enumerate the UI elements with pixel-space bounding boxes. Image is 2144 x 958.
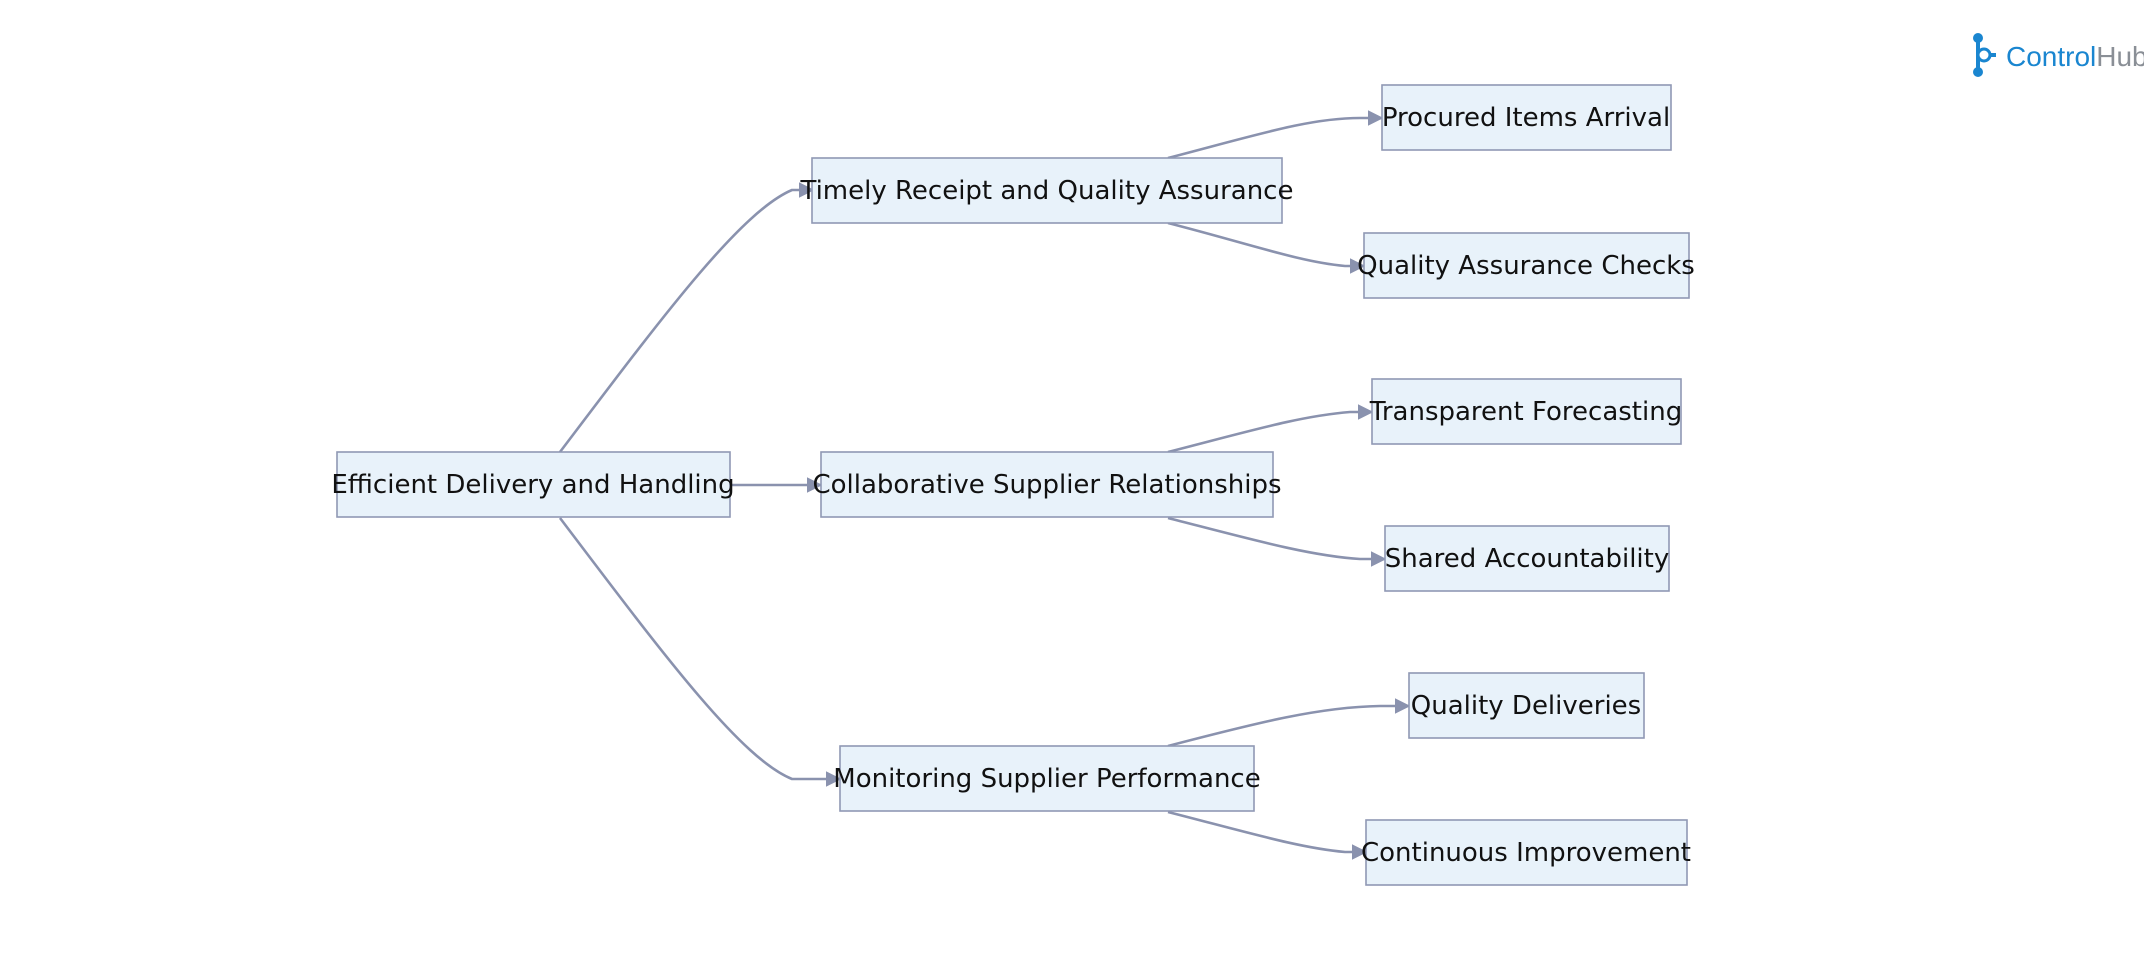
node-root-box xyxy=(336,451,731,518)
node-root-label: Efficient Delivery and Handling xyxy=(331,470,734,500)
logo-icon-dot-bottom xyxy=(1973,67,1983,77)
edge-monitor-to-continuous xyxy=(1167,810,1368,860)
logo-icon-dot-top xyxy=(1973,33,1983,43)
logo-word-control: Control xyxy=(2006,41,2096,72)
node-continuous-box xyxy=(1365,819,1688,886)
edge-root-to-monitor xyxy=(558,517,842,787)
node-collab-label: Collaborative Supplier Relationships xyxy=(812,470,1281,500)
edge-timely-to-procured xyxy=(1167,110,1384,160)
node-quality-deliveries-label: Quality Deliveries xyxy=(1411,691,1641,721)
node-quality-deliveries: Quality Deliveries xyxy=(1408,672,1645,739)
node-forecast-label: Transparent Forecasting xyxy=(1369,397,1682,427)
edge-collab-to-forecast xyxy=(1167,404,1374,454)
node-timely: Timely Receipt and Quality Assurance xyxy=(800,157,1294,224)
node-quality-deliveries-box xyxy=(1408,672,1645,739)
node-qa-checks-label: Quality Assurance Checks xyxy=(1357,251,1695,281)
node-procured: Procured Items Arrival xyxy=(1381,84,1672,151)
edge-timely-to-qa-checks xyxy=(1167,221,1366,274)
controlhub-logo: ControlHub xyxy=(1973,33,2144,77)
node-collab: Collaborative Supplier Relationships xyxy=(812,451,1282,518)
node-forecast: Transparent Forecasting xyxy=(1369,378,1682,445)
edge-monitor-to-quality-deliveries xyxy=(1167,698,1411,748)
node-qa-checks: Quality Assurance Checks xyxy=(1357,232,1695,299)
node-timely-label: Timely Receipt and Quality Assurance xyxy=(800,176,1294,206)
node-timely-box xyxy=(811,157,1283,224)
edges-group xyxy=(558,110,1411,860)
node-shared: Shared Accountability xyxy=(1384,525,1670,592)
node-monitor-box xyxy=(839,745,1255,812)
node-procured-box xyxy=(1381,84,1672,151)
logo-word-hub: Hub xyxy=(2096,41,2144,72)
node-procured-label: Procured Items Arrival xyxy=(1382,103,1670,133)
node-shared-box xyxy=(1384,525,1670,592)
edge-root-to-timely xyxy=(558,182,815,453)
nodes-group: Efficient Delivery and Handling Timely R… xyxy=(331,84,1695,886)
node-continuous-label: Continuous Improvement xyxy=(1361,838,1691,868)
node-shared-label: Shared Accountability xyxy=(1385,544,1669,574)
node-forecast-box xyxy=(1371,378,1682,445)
node-continuous: Continuous Improvement xyxy=(1361,819,1691,886)
node-monitor-label: Monitoring Supplier Performance xyxy=(833,764,1260,794)
edge-collab-to-shared xyxy=(1167,516,1387,567)
logo-icon-dot-center xyxy=(1976,47,1992,63)
node-monitor: Monitoring Supplier Performance xyxy=(833,745,1261,812)
network-node-icon xyxy=(1973,33,1996,77)
logo-wordmark: ControlHub xyxy=(2006,41,2144,72)
node-root: Efficient Delivery and Handling xyxy=(331,451,735,518)
node-collab-box xyxy=(820,451,1274,518)
node-qa-checks-box xyxy=(1363,232,1690,299)
